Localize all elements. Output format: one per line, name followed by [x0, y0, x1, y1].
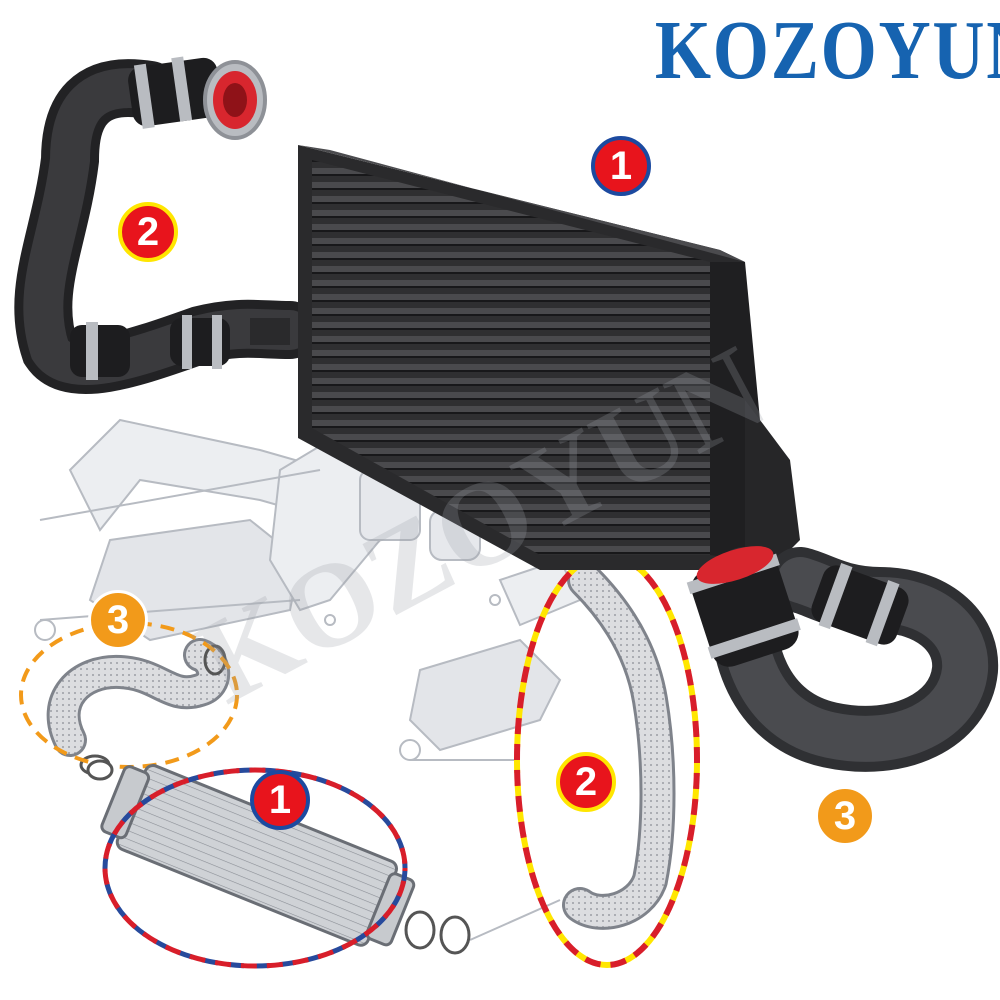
callout-badge-1-diagram: 1 [250, 770, 310, 830]
lower-charge-pipe [686, 546, 999, 772]
callout-badge-2-diagram: 2 [556, 752, 616, 812]
callout-1-outline-red [102, 767, 408, 969]
callout-badge-2-main: 2 [118, 202, 178, 262]
brand-logo: KOZOYUN [654, 4, 1000, 97]
exploded-parts-diagram [34, 418, 582, 941]
main-intercooler [250, 145, 800, 570]
callout-badge-3-main: 3 [815, 786, 875, 846]
diagram-lower-hose [46, 638, 231, 776]
callout-badge-1-main: 1 [591, 136, 651, 196]
callout-badge-3-diagram: 3 [88, 590, 148, 650]
diagram-long-hose [562, 562, 676, 930]
upper-charge-pipe [14, 56, 319, 395]
diagram-fittings [86, 759, 471, 955]
